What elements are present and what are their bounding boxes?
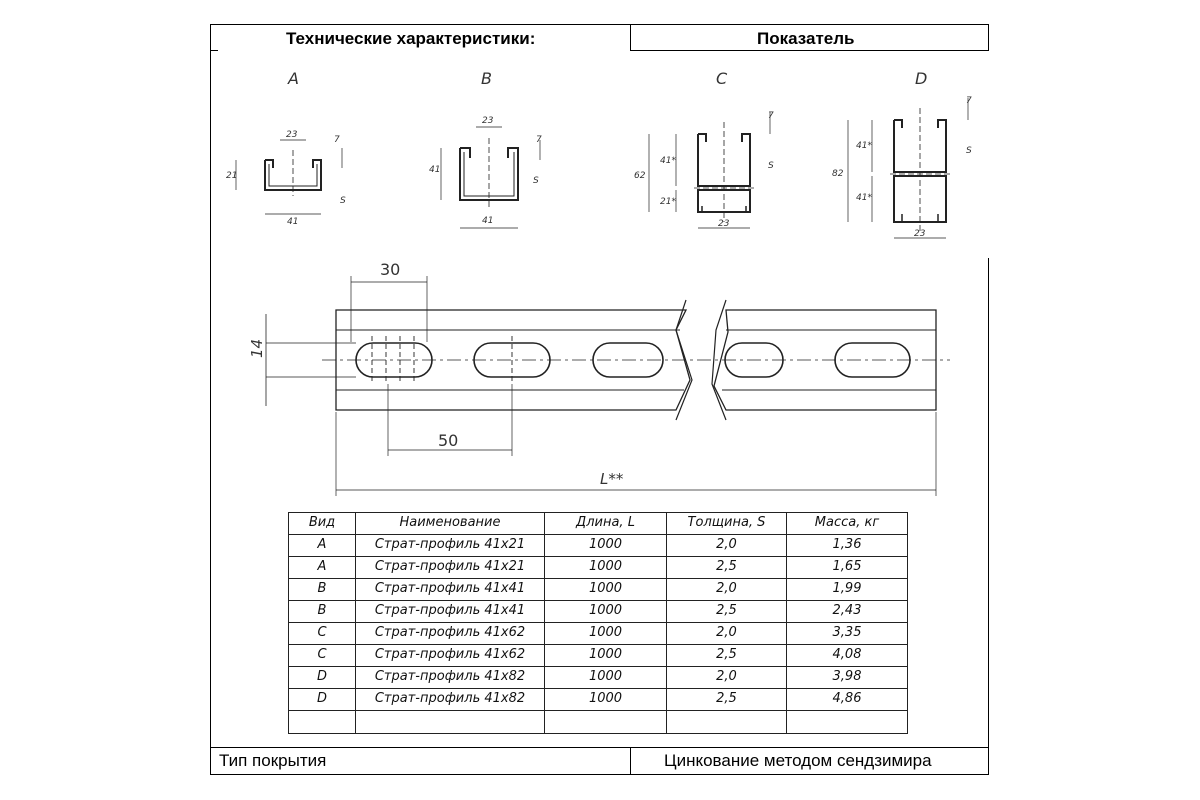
col-header-length: Длина, L	[576, 515, 635, 530]
footer-divider	[630, 747, 631, 775]
profile-d-h-bottom: 41*	[856, 193, 872, 203]
profile-d-h-total: 82	[832, 169, 844, 179]
table-cell: 2,5	[716, 647, 737, 662]
profile-a-total: 41	[287, 217, 298, 227]
table-cell: 2,5	[716, 559, 737, 574]
table-cell: D	[316, 669, 327, 684]
col-header-type: Вид	[308, 515, 336, 530]
table-cell: C	[317, 625, 327, 640]
profile-b-total: 41	[482, 216, 493, 226]
footer-bottom	[210, 774, 989, 775]
table-cell: 1000	[588, 647, 623, 662]
profile-label-c: C	[716, 69, 728, 88]
profile-c-s: S	[768, 161, 774, 171]
frame-right-upper	[988, 24, 989, 51]
table-cell: 2,0	[716, 669, 737, 684]
table-cell: A	[317, 559, 327, 574]
table-cell: Страт-профиль 41x62	[374, 647, 526, 662]
table-cell: Страт-профиль 41x41	[374, 603, 526, 618]
profile-label-d: D	[915, 69, 927, 88]
header-bottom-tick	[210, 50, 218, 51]
profile-label-b: B	[481, 69, 492, 88]
header-right-title: Показатель	[757, 29, 855, 48]
table-cell: D	[316, 691, 327, 706]
profile-c-h-bottom: 21*	[660, 197, 676, 207]
table-cell: 4,86	[832, 691, 862, 706]
table-cell: 4,08	[832, 647, 862, 662]
slot-width-dim: 30	[380, 260, 400, 279]
profile-a-width: 23	[286, 130, 298, 140]
profile-c-width: 23	[718, 219, 730, 229]
footer-top	[210, 747, 989, 748]
frame-top	[210, 24, 989, 25]
table-cell: B	[317, 581, 327, 596]
table-cell: Страт-профиль 41x21	[374, 537, 526, 552]
slot-pitch-dim: 50	[438, 431, 458, 450]
table-cell: 2,0	[716, 581, 737, 596]
table-cell: 2,0	[716, 537, 737, 552]
table-cell: 2,5	[716, 691, 737, 706]
table-cell: 1,36	[832, 537, 862, 552]
profile-a-height: 21	[226, 171, 237, 181]
header-left-title: Технические характеристики:	[286, 29, 536, 48]
profile-b-section	[440, 126, 541, 229]
strut-front-view	[265, 276, 950, 496]
profile-a-s: S	[340, 196, 346, 206]
header-bottom-right	[630, 50, 989, 51]
table-cell: 2,43	[832, 603, 862, 618]
table-cell: 2,0	[716, 625, 737, 640]
table-cell: 1000	[588, 581, 623, 596]
profile-b-width: 23	[482, 116, 494, 126]
footer-right-value: Цинкование методом сендзимира	[664, 751, 932, 770]
header-divider	[630, 24, 631, 51]
table-cell: 1000	[588, 603, 623, 618]
table-cell: A	[317, 537, 327, 552]
table-cell: 1,65	[832, 559, 862, 574]
table-cell: 1000	[588, 625, 623, 640]
profile-b-height: 41	[429, 165, 440, 175]
footer-left-label: Тип покрытия	[219, 751, 327, 770]
profile-b-s: S	[533, 176, 539, 186]
table-cell: Страт-профиль 41x41	[374, 581, 526, 596]
table-cell: Страт-профиль 41x82	[374, 691, 526, 706]
profile-a-lip: 7	[334, 135, 340, 145]
frame-left	[210, 24, 211, 775]
profile-c-h-total: 62	[634, 171, 646, 181]
profile-d-section	[847, 98, 969, 239]
table-cell: 3,98	[832, 669, 862, 684]
table-cell: 1,99	[832, 581, 862, 596]
col-header-mass: Масса, кг	[814, 515, 880, 530]
table-cell: 3,35	[832, 625, 862, 640]
col-header-name: Наименование	[399, 515, 501, 530]
profile-c-section	[648, 112, 771, 229]
table-cell: Страт-профиль 41x62	[374, 625, 526, 640]
profile-d-width: 23	[914, 229, 926, 239]
table-cell: Страт-профиль 41x82	[374, 669, 526, 684]
profile-d-s: S	[966, 146, 972, 156]
table-cell: 1000	[588, 537, 623, 552]
table-cell: Страт-профиль 41x21	[374, 559, 526, 574]
col-header-thickness: Толщина, S	[687, 515, 766, 530]
frame-right-lower	[988, 258, 989, 775]
profile-c-lip: 7	[768, 111, 774, 121]
slot-height-dim: 14	[248, 339, 266, 358]
technical-drawing: A B C D 23 41 21 7 S 23 41 41 7 S	[226, 69, 972, 496]
table-cell: 2,5	[716, 603, 737, 618]
profile-label-a: A	[287, 69, 299, 88]
profile-a-section	[235, 139, 343, 215]
table-cell: 1000	[588, 559, 623, 574]
table-cell: 1000	[588, 691, 623, 706]
profile-b-lip: 7	[536, 135, 542, 145]
profile-d-h-top: 41*	[856, 141, 872, 151]
table-cell: B	[317, 603, 327, 618]
table-cell: C	[317, 647, 327, 662]
profile-d-lip: 7	[966, 96, 972, 106]
strut-length-dim: L**	[600, 470, 624, 488]
table-cell: 1000	[588, 669, 623, 684]
profile-c-h-top: 41*	[660, 156, 676, 166]
